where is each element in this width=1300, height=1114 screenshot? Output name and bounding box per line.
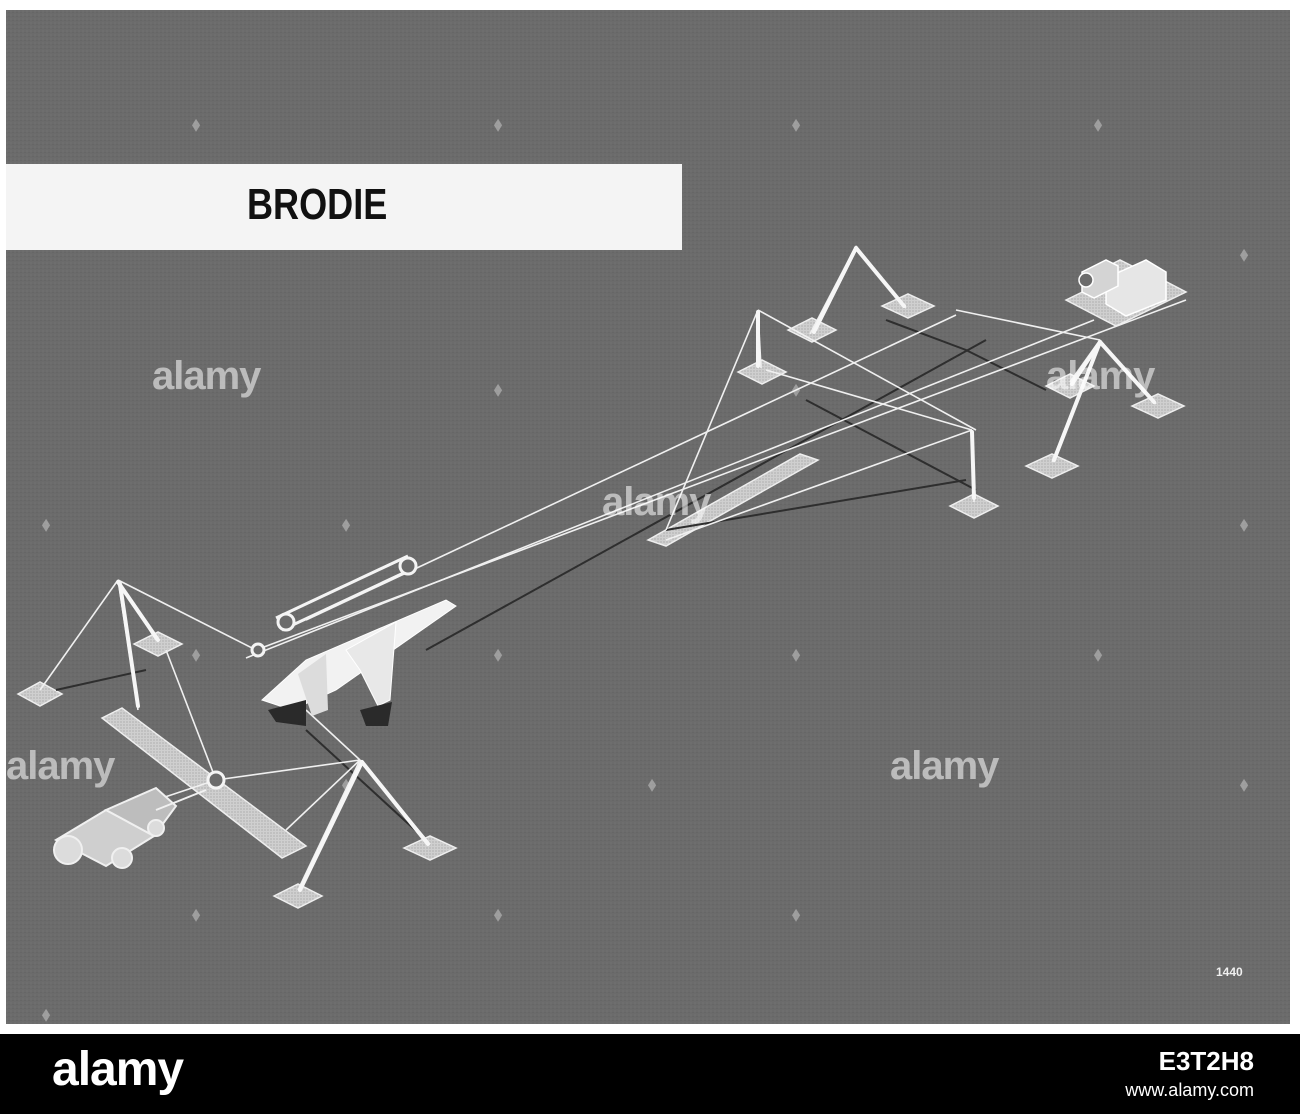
- svg-text:⬧: ⬧: [341, 774, 351, 794]
- svg-text:⬧: ⬧: [791, 904, 801, 924]
- watermark-center: alamy: [602, 480, 711, 524]
- pad-lower-tripod-a: [402, 835, 458, 861]
- svg-text:⬧: ⬧: [791, 114, 801, 134]
- svg-text:⬧: ⬧: [41, 1004, 51, 1024]
- svg-text:⬧: ⬧: [493, 114, 503, 134]
- title-band: [6, 164, 682, 250]
- runway-strip-left: [100, 707, 308, 859]
- runway-strip-center: [646, 453, 820, 547]
- watermark-marks: ⬧ ⬧ ⬧ ⬧ ⬧ ⬧ ⬧ ⬧ ⬧ ⬧ ⬧ ⬧ ⬧ ⬧ ⬧ ⬧ ⬧ ⬧ ⬧ ⬧: [41, 114, 1249, 1024]
- svg-text:⬧: ⬧: [1093, 114, 1103, 134]
- image-id: E3T2H8: [1158, 1046, 1254, 1076]
- svg-text:⬧: ⬧: [791, 379, 801, 399]
- pad-lower-tripod-b: [272, 883, 324, 909]
- alamy-logo: alamy: [52, 1043, 184, 1096]
- illustration-plate: ⬧ ⬧ ⬧ ⬧ ⬧ ⬧ ⬧ ⬧ ⬧ ⬧ ⬧ ⬧ ⬧ ⬧ ⬧ ⬧ ⬧ ⬧ ⬧ ⬧: [6, 10, 1290, 1024]
- illustration-title: BRODIE: [247, 180, 388, 229]
- watermark-left: alamy: [152, 354, 261, 398]
- svg-text:⬧: ⬧: [191, 904, 201, 924]
- watermark-bottom-right: alamy: [890, 744, 999, 788]
- pad-mast-a: [736, 359, 788, 385]
- aircraft: [261, 599, 457, 726]
- tripod-legs: [116, 246, 1156, 892]
- svg-text:⬧: ⬧: [341, 514, 351, 534]
- svg-text:⬧: ⬧: [1239, 244, 1249, 264]
- pad-right-tripod-c: [1024, 453, 1080, 479]
- svg-text:⬧: ⬧: [1239, 514, 1249, 534]
- cable-trolley: [206, 554, 418, 790]
- stock-footer-bar: alamy E3T2H8 www.alamy.com: [0, 1034, 1300, 1114]
- svg-text:⬧: ⬧: [191, 114, 201, 134]
- pad-mast-b: [948, 493, 1000, 519]
- svg-text:⬧: ⬧: [493, 904, 503, 924]
- svg-text:⬧: ⬧: [647, 774, 657, 794]
- svg-text:⬧: ⬧: [1093, 644, 1103, 664]
- svg-text:⬧: ⬧: [1239, 774, 1249, 794]
- site-url[interactable]: www.alamy.com: [1125, 1080, 1254, 1100]
- jeep-vehicle: [53, 786, 207, 869]
- plate-number: 1440: [1216, 965, 1243, 979]
- svg-text:⬧: ⬧: [191, 644, 201, 664]
- pad-left-tripod-b: [132, 631, 184, 657]
- pad-left-tripod-a: [16, 681, 64, 707]
- svg-text:⬧: ⬧: [791, 644, 801, 664]
- watermark-right: alamy: [1046, 354, 1155, 398]
- svg-text:⬧: ⬧: [41, 514, 51, 534]
- svg-text:⬧: ⬧: [493, 379, 503, 399]
- svg-text:⬧: ⬧: [493, 644, 503, 664]
- winch-house: [1064, 259, 1188, 327]
- watermark-bottom-left: alamy: [6, 744, 115, 788]
